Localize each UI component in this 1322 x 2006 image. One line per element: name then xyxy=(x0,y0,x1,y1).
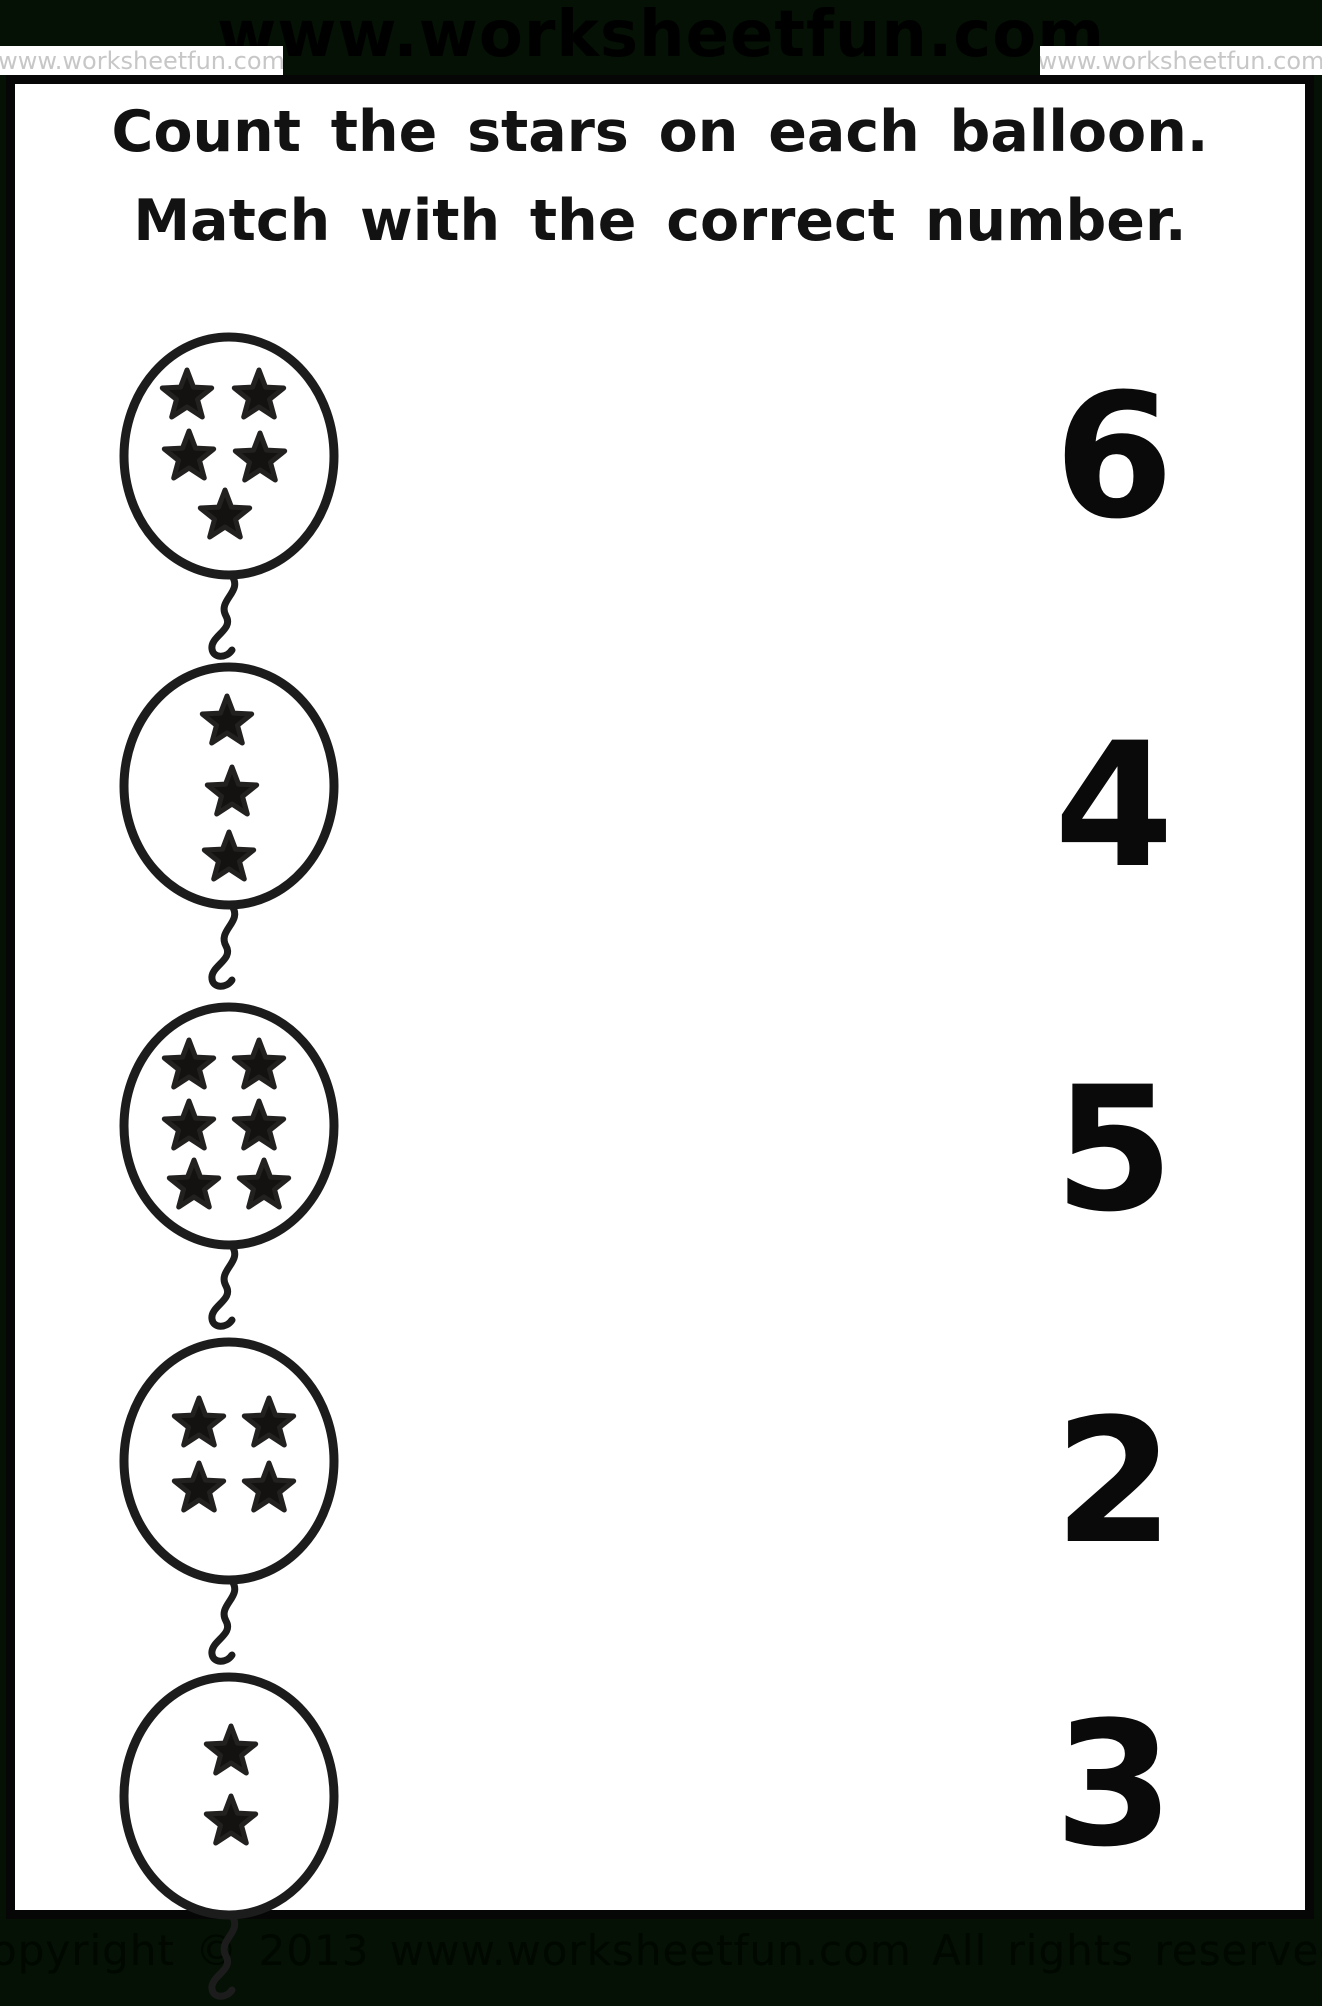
balloon-string xyxy=(208,572,239,660)
balloon-4-with-4-stars[interactable] xyxy=(114,1337,344,1667)
balloon-string xyxy=(208,902,239,990)
balloon-outline xyxy=(119,1337,339,1585)
star-icon xyxy=(232,430,288,483)
balloon-graphic xyxy=(119,662,339,990)
balloon-2-with-3-stars[interactable] xyxy=(114,662,344,992)
watermark-right-text: www.worksheetfun.com xyxy=(1040,46,1322,75)
match-number-6[interactable]: 6 xyxy=(1054,356,1174,557)
copyright-text: Copyright © 2013 www.worksheetfun.com Al… xyxy=(0,1926,1322,1975)
star-icon xyxy=(199,693,255,746)
balloon-graphic xyxy=(119,332,339,660)
balloon-3-with-6-stars[interactable] xyxy=(114,1002,344,1332)
worksheet-title: Count the stars on each balloon. Match w… xyxy=(15,88,1305,266)
balloon-string xyxy=(208,1577,239,1665)
watermark-left-box: www.worksheetfun.com xyxy=(0,46,283,75)
star-icon xyxy=(161,1037,217,1090)
star-icon xyxy=(159,367,215,420)
balloon-string xyxy=(208,1242,239,1330)
header-watermark-band: www.worksheetfun.com www.worksheetfun.co… xyxy=(0,0,1322,75)
watermark-center-text: www.worksheetfun.com xyxy=(217,0,1105,72)
star-icon xyxy=(161,1098,217,1151)
balloon-5-with-2-stars[interactable] xyxy=(114,1672,344,2002)
star-icon xyxy=(171,1460,227,1513)
match-number-2[interactable]: 2 xyxy=(1054,1381,1174,1582)
star-icon xyxy=(241,1460,297,1513)
worksheet-page: Count the stars on each balloon. Match w… xyxy=(6,75,1314,2000)
star-icon xyxy=(197,487,253,540)
star-icon xyxy=(203,1793,259,1846)
match-number-4[interactable]: 4 xyxy=(1054,705,1174,906)
star-icon xyxy=(161,428,217,481)
balloon-graphic xyxy=(119,1672,339,2000)
title-line-1: Count the stars on each balloon. xyxy=(111,99,1209,165)
match-number-5[interactable]: 5 xyxy=(1054,1049,1174,1250)
star-icon xyxy=(201,829,257,882)
star-icon xyxy=(231,1098,287,1151)
star-icon xyxy=(241,1395,297,1448)
balloon-graphic xyxy=(119,1337,339,1665)
footer-band: Copyright © 2013 www.worksheetfun.com Al… xyxy=(0,1919,1322,1982)
star-icon xyxy=(231,367,287,420)
balloon-string xyxy=(208,1912,239,2000)
watermark-right-box: www.worksheetfun.com xyxy=(1040,46,1322,75)
title-line-2: Match with the correct number. xyxy=(133,188,1187,254)
balloon-outline xyxy=(119,332,339,580)
star-icon xyxy=(231,1037,287,1090)
balloon-1-with-5-stars[interactable] xyxy=(114,332,344,662)
watermark-left-text: www.worksheetfun.com xyxy=(0,46,283,75)
star-icon xyxy=(236,1157,292,1210)
balloon-outline xyxy=(119,1002,339,1250)
balloon-graphic xyxy=(119,1002,339,1330)
star-icon xyxy=(171,1395,227,1448)
star-icon xyxy=(203,1723,259,1776)
match-number-3[interactable]: 3 xyxy=(1054,1684,1174,1885)
star-icon xyxy=(204,764,260,817)
star-icon xyxy=(166,1157,222,1210)
